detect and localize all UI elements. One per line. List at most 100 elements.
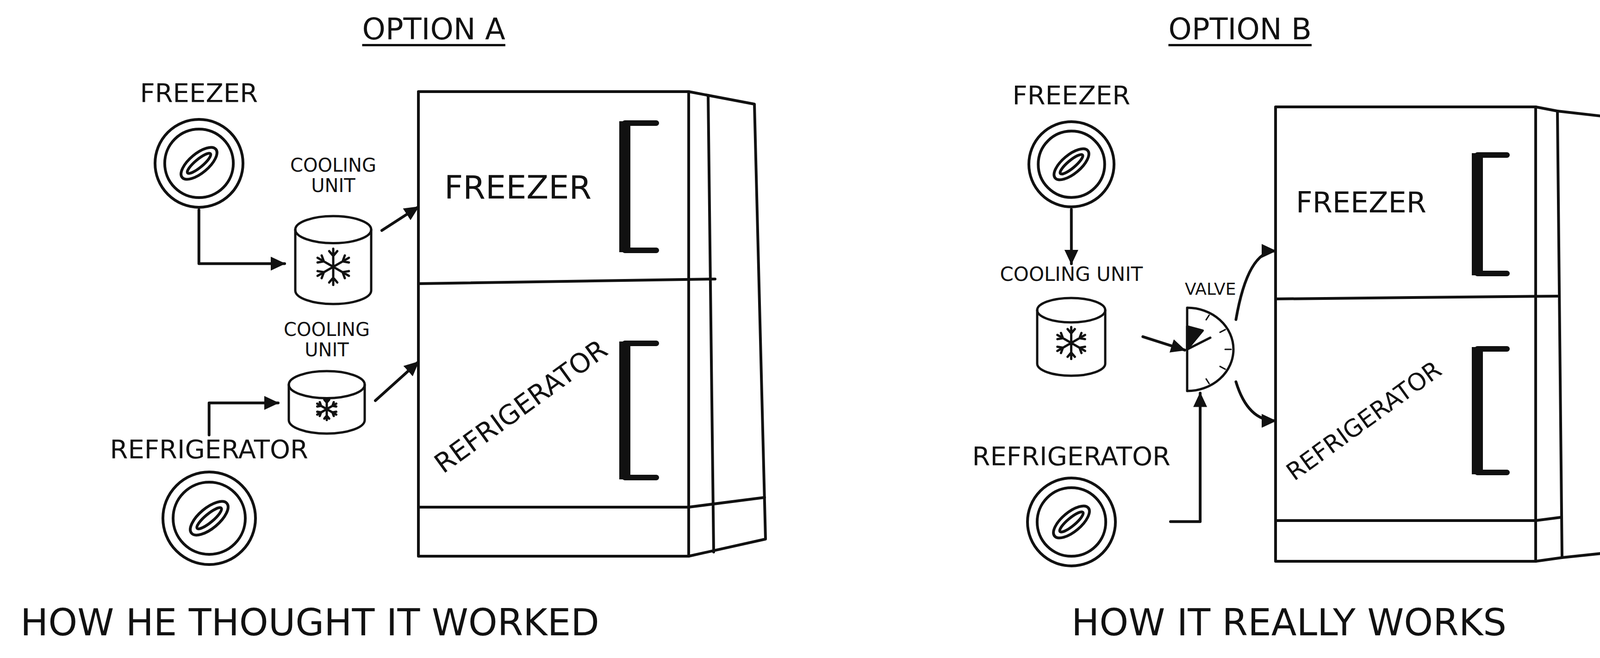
freezer-handle [619,121,631,253]
freezer-compartment: FREEZER [1275,106,1536,299]
dial-knob-part [155,119,243,208]
control-dial-label: REFRIGERATOR [972,442,1171,471]
dial-inner [1037,487,1106,556]
flow-arrow [209,403,279,436]
grip-outer [175,141,223,185]
fridge-base [1275,517,1561,521]
cylinder-top [1037,298,1106,323]
cylinder-body [288,384,365,434]
fridge-base [418,497,765,508]
control-dial: REFRIGERATOR [110,435,309,568]
cooling-cylinder [286,369,367,436]
dial-knob-part [1027,478,1116,567]
cooling-unit-label: COOLING UNIT [278,319,376,361]
dial-rim [1028,121,1115,207]
flow-arrow [1235,381,1276,421]
fridge-side-outer [1557,111,1600,558]
cooling-unit-label: COOLING UNIT [1000,263,1144,286]
dial-knob [1024,475,1119,569]
control-dial: FREEZER [1012,80,1131,210]
cooling-unit-shape [293,214,374,306]
dial-knob [152,116,246,211]
control-dial-shape [160,469,259,568]
control-dial-shape [1026,118,1117,210]
caption: HOW HE THOUGHT IT WORKED [20,602,600,644]
fridge-side-edge [708,95,714,553]
flow-arrow [381,206,419,231]
dial-knob [1026,118,1117,210]
grip-inner [185,150,213,176]
grip-inner [1057,509,1086,535]
caption: HOW IT REALLY WORKS [1071,602,1507,644]
fridge-side [688,91,766,557]
fridge-handle [619,341,631,480]
flow-arrow [1070,209,1073,264]
fridge-compartment: REFRIGERATOR [1275,298,1536,521]
compartment-label: FREEZER [1295,186,1427,219]
dial-grip [1048,500,1095,544]
fridge-front [418,91,689,557]
option-heading: OPTION A [362,12,506,46]
valve-body [1187,307,1234,392]
control-dial: REFRIGERATOR [972,442,1171,569]
fridge-handle-ends [1477,348,1507,473]
option-heading: OPTION B [1168,12,1312,46]
cooling-unit: COOLING UNIT [1000,263,1144,378]
control-dial-shape [152,116,246,211]
valve-needle [1187,337,1211,349]
control-dial-shape [1024,475,1119,569]
cooling-unit: COOLING UNIT [284,155,382,306]
compartment-label: REFRIGERATOR [1281,355,1447,486]
fridge-divider [418,279,716,284]
fridge-side [1535,106,1563,562]
dial-inner [173,482,246,555]
cooling-cylinder [293,214,374,306]
valve-gauge-part [1187,307,1234,392]
fridge-front [1275,106,1536,562]
cylinder-body [295,229,372,305]
dial-inner [1038,130,1105,198]
snowflake [317,398,337,421]
fridge-divider [1275,296,1558,299]
dial-rim [155,119,243,208]
cooling-cylinder-part [288,371,365,434]
dial-grip [184,495,234,542]
control-dial-label: REFRIGERATOR [110,435,309,464]
dial-knob [160,469,259,568]
dial-knob-part [1028,121,1115,207]
grip-inner [194,504,225,532]
dial-inner [164,128,234,198]
flow-arrow [375,361,419,401]
control-dial-label: FREEZER [1012,80,1131,110]
cooling-cylinder-part [295,216,372,305]
cooling-cylinder-part [1037,298,1106,376]
grip-outer [1049,143,1094,186]
cooling-unit-label: COOLING UNIT [284,155,382,196]
cooling-unit-shape [1035,296,1108,378]
fridge-a [418,91,766,557]
flow-arrow [199,210,285,264]
valve: VALVE [1184,280,1236,394]
cooling-cylinder [1035,296,1108,378]
cylinder-top [288,371,365,399]
freezer-compartment: FREEZER [418,91,689,284]
snowflake [317,249,349,286]
fridge-handle-ends [624,343,657,478]
fridge-b [1275,106,1600,562]
freezer-handle-ends [624,123,657,251]
dial-rim [1027,478,1116,567]
cooling-unit: COOLING UNIT [278,319,376,436]
valve-gauge [1184,305,1236,394]
snowflake [1057,327,1086,360]
grip-outer [184,495,234,542]
flow-arrow [1170,393,1201,523]
control-dial: FREEZER [140,78,259,211]
dial-grip [175,141,223,185]
grip-inner [1057,151,1085,177]
dial-knob-part [162,472,256,565]
control-dial-label: FREEZER [140,78,259,108]
valve-label: VALVE [1184,280,1236,299]
flow-arrow [1235,250,1276,320]
fridge-handle [1471,347,1483,475]
compartment-label: REFRIGERATOR [429,334,614,479]
